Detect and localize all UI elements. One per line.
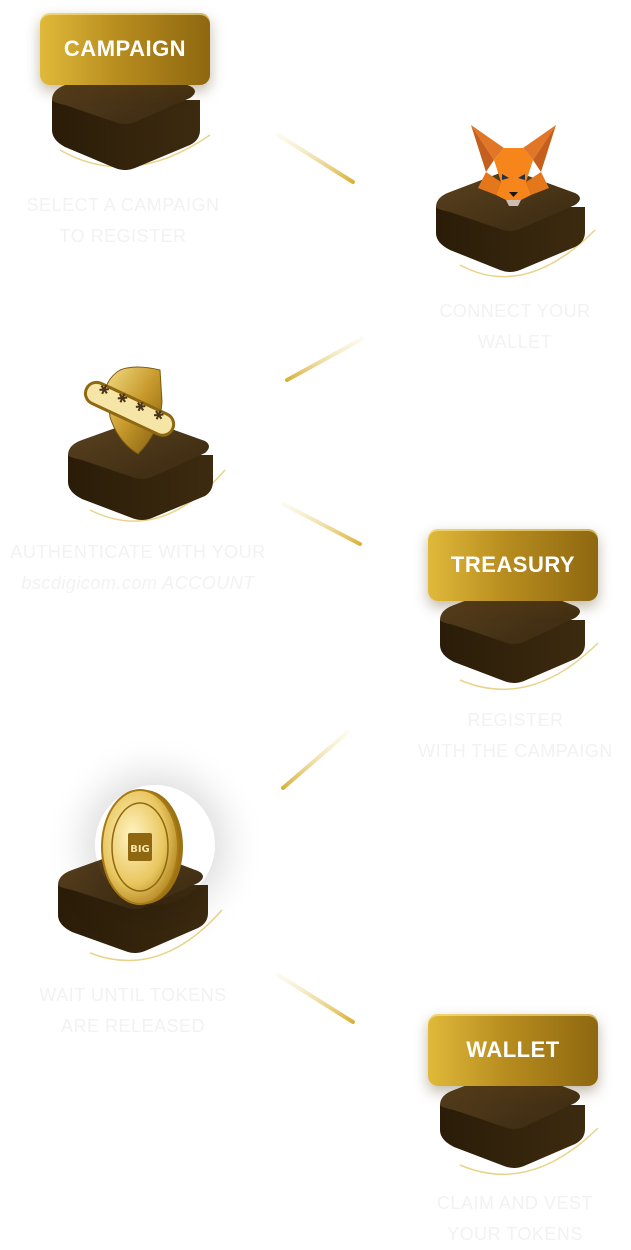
- wallet-button[interactable]: WALLET: [428, 1014, 598, 1086]
- step-caption: REGISTER WITH THE CAMPAIGN: [400, 705, 631, 767]
- step-caption: CONNECT YOUR WALLET: [405, 296, 625, 358]
- coin-icon: BIG: [101, 789, 183, 905]
- step-wallet: WALLET: [420, 1010, 620, 1180]
- caption-line-2: ARE RELEASED: [60, 1016, 206, 1036]
- step-wait-tokens: BIG: [50, 785, 240, 975]
- caption-line-1: AUTHENTICATE WITH YOUR: [10, 542, 266, 562]
- caption-line-2: WALLET: [477, 332, 553, 352]
- connector-line: [281, 502, 362, 546]
- step-treasury: TREASURY: [420, 525, 620, 695]
- coin-label: BIG: [130, 844, 150, 855]
- connector-line: [281, 730, 350, 790]
- caption-line-1: WAIT UNTIL TOKENS: [39, 985, 227, 1005]
- caption-line-2: TO REGISTER: [59, 226, 187, 246]
- caption-line-2: bscdigicom.com ACCOUNT: [21, 573, 255, 593]
- metamask-fox-icon: [471, 125, 556, 206]
- connector-line: [276, 973, 355, 1024]
- caption-line-2: WITH THE CAMPAIGN: [418, 741, 613, 761]
- connector-line: [276, 133, 355, 184]
- step-caption: CLAIM AND VEST YOUR TOKENS: [410, 1188, 620, 1250]
- step-connect-wallet: [430, 115, 610, 285]
- step-caption: SELECT A CAMPAIGN TO REGISTER: [0, 190, 246, 252]
- caption-line-1: REGISTER: [467, 710, 564, 730]
- caption-line-2: YOUR TOKENS: [447, 1224, 583, 1244]
- shield-icon: ✱ ✱ ✱ ✱: [83, 366, 176, 455]
- caption-line-1: CONNECT YOUR: [439, 301, 591, 321]
- step-caption: WAIT UNTIL TOKENS ARE RELEASED: [15, 980, 251, 1042]
- step-campaign: CAMPAIGN: [30, 10, 230, 180]
- step-authenticate: ✱ ✱ ✱ ✱: [60, 360, 240, 535]
- connector-line: [285, 337, 364, 382]
- caption-line-1: SELECT A CAMPAIGN: [26, 195, 220, 215]
- treasury-button[interactable]: TREASURY: [428, 529, 598, 601]
- caption-line-1: CLAIM AND VEST: [436, 1193, 594, 1213]
- campaign-button[interactable]: CAMPAIGN: [40, 13, 210, 85]
- step-caption: AUTHENTICATE WITH YOUR bscdigicom.com AC…: [0, 537, 276, 599]
